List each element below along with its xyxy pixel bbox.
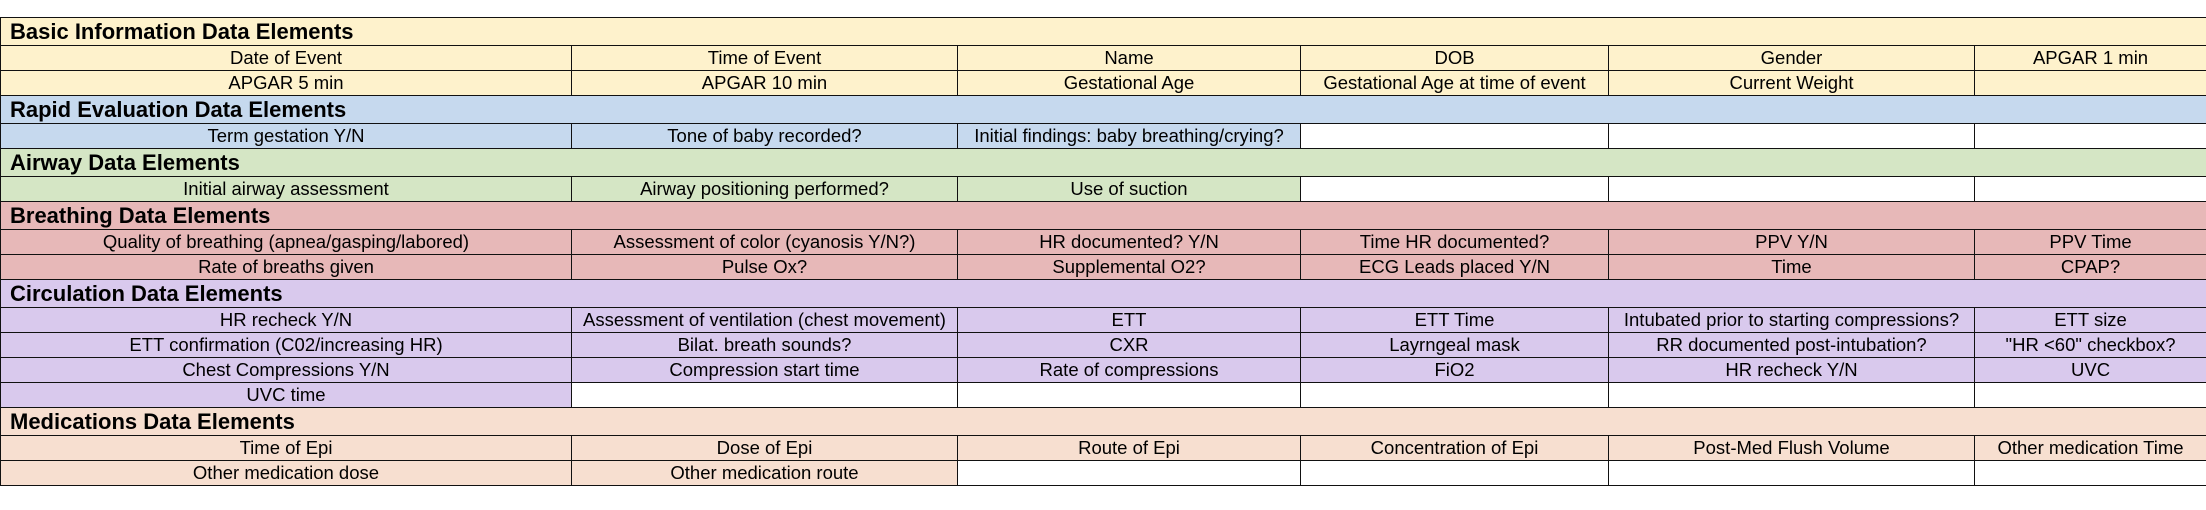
section-title[interactable]: Airway Data Elements (0, 148, 2206, 177)
section-title[interactable]: Basic Information Data Elements (0, 17, 2206, 46)
section-title[interactable]: Rapid Evaluation Data Elements (0, 95, 2206, 124)
table-cell[interactable]: Other medication route (571, 460, 958, 486)
table-cell[interactable]: Term gestation Y/N (0, 123, 572, 149)
table-cell[interactable]: Other medication Time (1973, 435, 2206, 461)
table-cell[interactable]: Gender (1608, 45, 1975, 71)
table-cell[interactable]: Quality of breathing (apnea/gasping/labo… (0, 229, 572, 255)
section-header-rapid: Rapid Evaluation Data Elements (0, 95, 2206, 124)
table-cell[interactable]: Bilat. breath sounds? (571, 332, 958, 358)
table-cell[interactable]: Gestational Age at time of event (1300, 70, 1609, 96)
table-cell[interactable] (1973, 176, 2206, 202)
table-cell[interactable]: Time HR documented? (1300, 229, 1609, 255)
table-cell[interactable]: CPAP? (1973, 254, 2206, 280)
table-cell[interactable]: Layrngeal mask (1300, 332, 1609, 358)
table-cell[interactable] (1300, 176, 1609, 202)
section-header-breathing: Breathing Data Elements (0, 201, 2206, 230)
table-cell[interactable]: Concentration of Epi (1300, 435, 1609, 461)
table-row: Quality of breathing (apnea/gasping/labo… (0, 229, 2206, 255)
section-title[interactable]: Circulation Data Elements (0, 279, 2206, 308)
section-title[interactable]: Medications Data Elements (0, 407, 2206, 436)
section-header-circulation: Circulation Data Elements (0, 279, 2206, 308)
table-cell[interactable] (957, 382, 1301, 408)
table-cell[interactable] (1608, 460, 1975, 486)
table-cell[interactable] (1608, 382, 1975, 408)
table-cell[interactable]: ETT size (1973, 307, 2206, 333)
table-cell[interactable]: Airway positioning performed? (571, 176, 958, 202)
table-cell[interactable]: ETT Time (1300, 307, 1609, 333)
table-cell[interactable]: APGAR 10 min (571, 70, 958, 96)
table-cell[interactable]: ETT confirmation (C02/increasing HR) (0, 332, 572, 358)
table-cell[interactable] (1973, 70, 2206, 96)
table-cell[interactable]: Rate of compressions (957, 357, 1301, 383)
table-row: UVC time (0, 382, 2206, 408)
section-header-basic: Basic Information Data Elements (0, 17, 2206, 46)
table-row: ETT confirmation (C02/increasing HR)Bila… (0, 332, 2206, 358)
table-cell[interactable] (1973, 460, 2206, 486)
table-cell[interactable]: HR recheck Y/N (1608, 357, 1975, 383)
table-cell[interactable]: Other medication dose (0, 460, 572, 486)
table-cell[interactable] (1300, 382, 1609, 408)
section-header-medications: Medications Data Elements (0, 407, 2206, 436)
table-cell[interactable]: Time of Epi (0, 435, 572, 461)
table-cell[interactable]: Supplemental O2? (957, 254, 1301, 280)
table-cell[interactable]: DOB (1300, 45, 1609, 71)
table-cell[interactable]: RR documented post-intubation? (1608, 332, 1975, 358)
table-cell[interactable]: ETT (957, 307, 1301, 333)
table-cell[interactable]: Use of suction (957, 176, 1301, 202)
table-cell[interactable]: HR recheck Y/N (0, 307, 572, 333)
table-cell[interactable]: Initial findings: baby breathing/crying? (957, 123, 1301, 149)
table-cell[interactable] (1300, 123, 1609, 149)
table-cell[interactable]: Chest Compressions Y/N (0, 357, 572, 383)
table-cell[interactable] (1973, 123, 2206, 149)
table-cell[interactable]: Initial airway assessment (0, 176, 572, 202)
table-cell[interactable]: Time (1608, 254, 1975, 280)
table-cell[interactable]: UVC time (0, 382, 572, 408)
table-cell[interactable]: Name (957, 45, 1301, 71)
table-cell[interactable]: Post-Med Flush Volume (1608, 435, 1975, 461)
table-cell[interactable]: UVC (1973, 357, 2206, 383)
table-cell[interactable]: ECG Leads placed Y/N (1300, 254, 1609, 280)
table-cell[interactable]: Pulse Ox? (571, 254, 958, 280)
table-cell[interactable]: "HR <60" checkbox? (1973, 332, 2206, 358)
table-cell[interactable] (1608, 123, 1975, 149)
table-cell[interactable]: FiO2 (1300, 357, 1609, 383)
table-cell[interactable]: Current Weight (1608, 70, 1975, 96)
table-cell[interactable] (1973, 382, 2206, 408)
table-cell[interactable] (1608, 176, 1975, 202)
table-cell[interactable]: Date of Event (0, 45, 572, 71)
section-header-airway: Airway Data Elements (0, 148, 2206, 177)
table-cell[interactable]: Rate of breaths given (0, 254, 572, 280)
table-cell[interactable] (571, 382, 958, 408)
table-cell[interactable]: Compression start time (571, 357, 958, 383)
table-cell[interactable]: Dose of Epi (571, 435, 958, 461)
table-cell[interactable]: Route of Epi (957, 435, 1301, 461)
table-cell[interactable]: APGAR 1 min (1973, 45, 2206, 71)
table-cell[interactable] (957, 460, 1301, 486)
table-cell[interactable]: Time of Event (571, 45, 958, 71)
table-cell[interactable]: APGAR 5 min (0, 70, 572, 96)
table-cell[interactable]: Tone of baby recorded? (571, 123, 958, 149)
table-cell[interactable]: Intubated prior to starting compressions… (1608, 307, 1975, 333)
table-cell[interactable]: Gestational Age (957, 70, 1301, 96)
table-cell[interactable]: Assessment of ventilation (chest movemen… (571, 307, 958, 333)
table-cell[interactable]: PPV Time (1973, 229, 2206, 255)
table-cell[interactable]: CXR (957, 332, 1301, 358)
table-cell[interactable]: PPV Y/N (1608, 229, 1975, 255)
table-cell[interactable]: Assessment of color (cyanosis Y/N?) (571, 229, 958, 255)
table-cell[interactable] (1300, 460, 1609, 486)
table-cell[interactable]: HR documented? Y/N (957, 229, 1301, 255)
section-title[interactable]: Breathing Data Elements (0, 201, 2206, 230)
